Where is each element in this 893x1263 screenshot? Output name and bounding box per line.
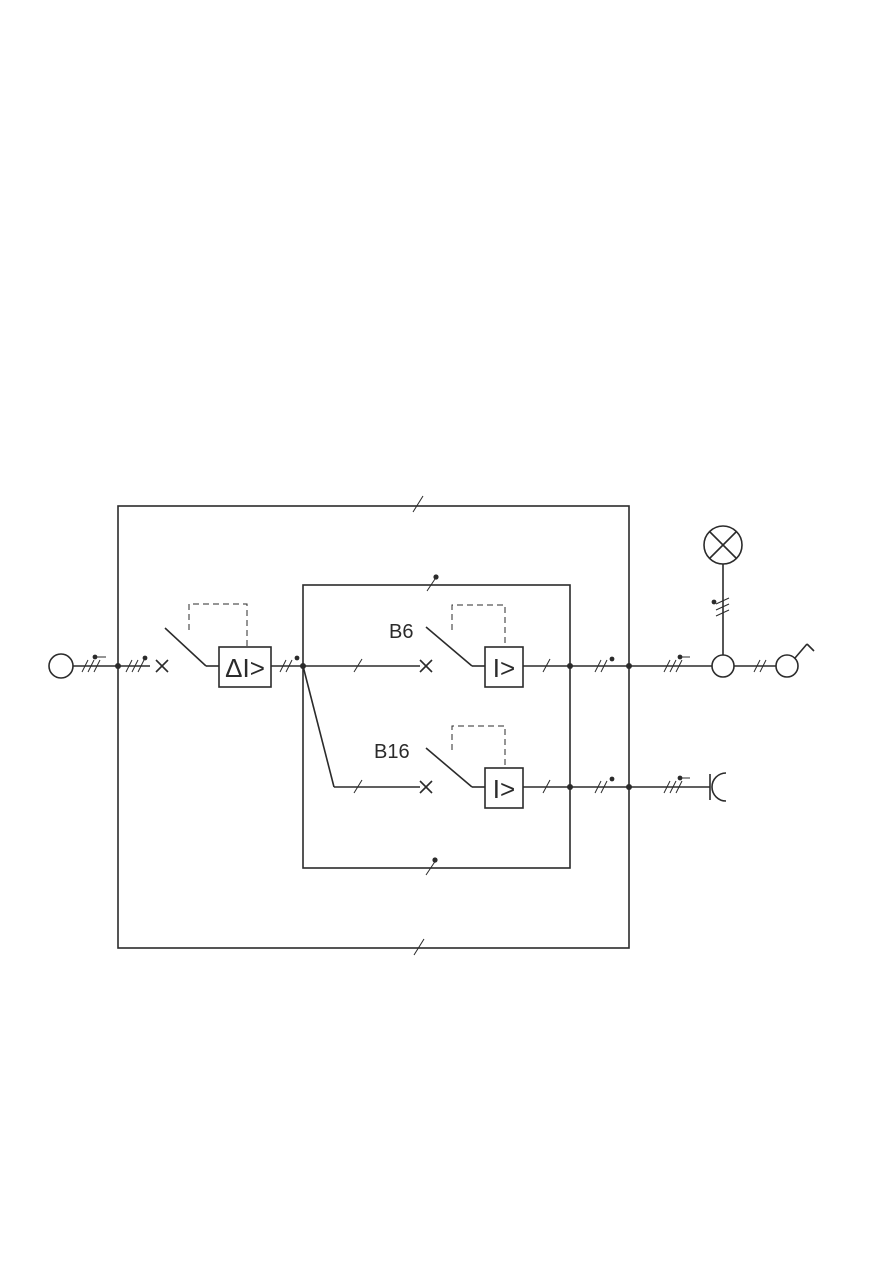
conductor-marks-lamp-feed bbox=[663, 654, 690, 673]
isolator-b6-cross-icon bbox=[419, 659, 433, 673]
junction-b6-neutral bbox=[567, 663, 573, 669]
light-switch-icon bbox=[775, 643, 815, 678]
mcb2-switch-blade bbox=[425, 747, 473, 788]
inner-top-dot bbox=[433, 574, 439, 580]
rcd-box bbox=[218, 646, 272, 688]
b6-out-tick bbox=[542, 658, 551, 673]
mcb2-symbol: I> bbox=[493, 774, 515, 804]
b16-out-tick bbox=[542, 779, 551, 794]
mcb1-rating: B6 bbox=[389, 621, 413, 643]
outer-bottom-tick bbox=[413, 938, 425, 956]
rcd-switch-blade bbox=[164, 627, 207, 667]
junction-b6-pe bbox=[626, 663, 632, 669]
mcb1-box bbox=[484, 646, 524, 688]
mcb2-mechanical-link bbox=[451, 725, 506, 768]
isolator-b16-cross-icon bbox=[419, 780, 433, 794]
branch-b16-tick bbox=[353, 779, 363, 794]
conductor-marks-switch bbox=[753, 659, 767, 673]
conductor-marks-b16-out bbox=[594, 776, 615, 794]
mcb2-box bbox=[484, 767, 524, 809]
outer-protective-conductor-loop bbox=[117, 505, 630, 949]
conductor-marks-lamp bbox=[711, 597, 730, 617]
mcb1-switch-blade bbox=[425, 626, 473, 667]
socket-outlet-icon bbox=[709, 772, 727, 802]
junction-pe-left bbox=[115, 663, 121, 669]
conductor-marks-pre-rcd bbox=[125, 655, 148, 673]
mcb1-symbol: I> bbox=[493, 653, 515, 683]
junction-box-icon bbox=[711, 654, 735, 678]
junction-b16-neutral bbox=[567, 784, 573, 790]
outer-top-tick bbox=[412, 495, 424, 513]
mcb2-rating: B16 bbox=[374, 741, 410, 763]
conductor-marks-supply bbox=[81, 654, 106, 673]
conductor-marks-b6-out bbox=[594, 656, 615, 673]
junction-b16-pe bbox=[626, 784, 632, 790]
inner-bottom-dot bbox=[432, 857, 438, 863]
isolator-cross-icon bbox=[155, 659, 169, 673]
supply-terminal-icon bbox=[48, 653, 74, 679]
conductor-marks-socket-feed bbox=[663, 775, 690, 794]
mcb1-mechanical-link bbox=[451, 604, 506, 647]
branch-b16-diagonal bbox=[302, 665, 335, 788]
inner-neutral-loop bbox=[302, 584, 571, 869]
branch-b6-tick bbox=[353, 658, 363, 673]
rcd-mechanical-link bbox=[188, 603, 248, 647]
conductor-marks-post-rcd bbox=[279, 655, 300, 673]
lamp-icon bbox=[703, 525, 743, 565]
rcd-symbol: ΔI> bbox=[225, 653, 265, 683]
